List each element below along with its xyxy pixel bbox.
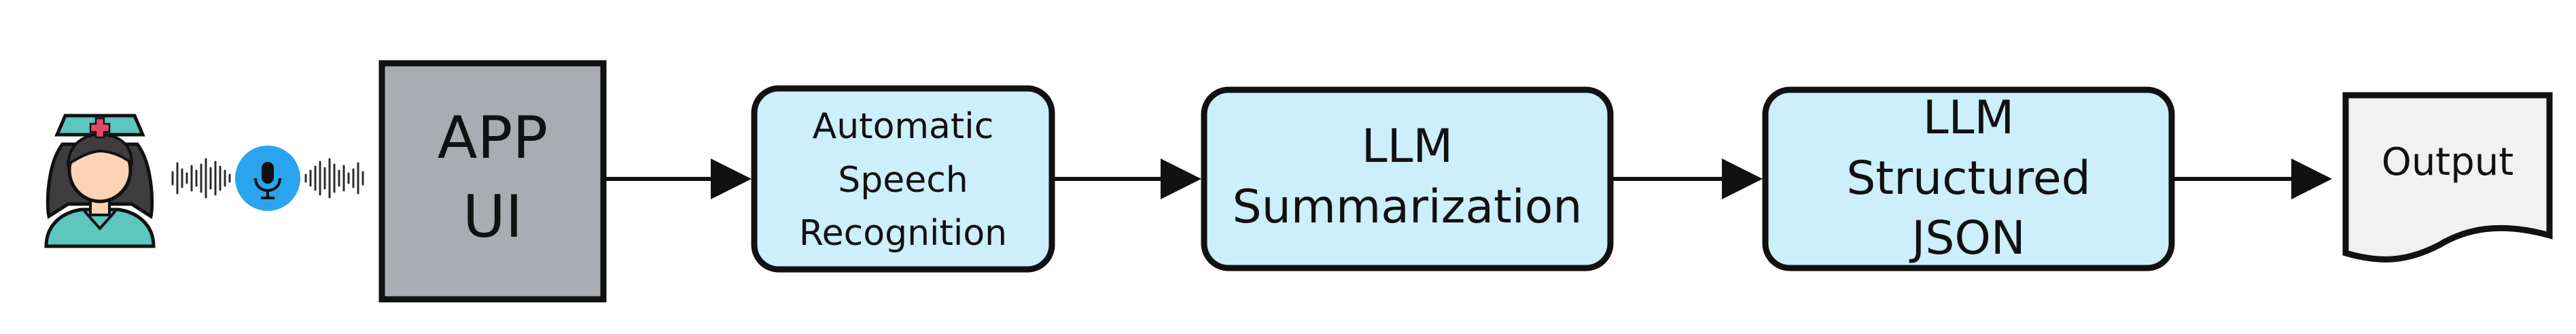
asr-label-line-1: Automatic <box>813 106 994 147</box>
sound-wave-icon <box>171 158 231 199</box>
json-label-line-1: LLM <box>1923 91 2014 145</box>
nurse-icon <box>44 114 156 248</box>
nurse-fringe <box>66 133 134 168</box>
app-ui-label-line-2: UI <box>463 183 523 251</box>
json-label-line-3: JSON <box>1909 212 2026 265</box>
asr-label-line-3: Recognition <box>799 213 1007 254</box>
sound-wave-icon <box>304 158 364 199</box>
output-label: Output <box>2382 140 2514 184</box>
asr-label-line-2: Speech <box>838 160 968 201</box>
cap-cross-icon <box>89 117 111 139</box>
asr-node: Automatic Speech Recognition <box>751 85 1055 273</box>
llm-summarization-node: LLM Summarization <box>1201 86 1614 271</box>
app-ui-label-line-1: APP <box>438 104 548 172</box>
json-label-line-2: Structured <box>1846 152 2091 205</box>
microphone-icon <box>235 146 300 211</box>
app-ui-node: APP UI <box>378 60 607 303</box>
nurse-collar <box>83 210 117 231</box>
llm-structured-json-node: LLM Structured JSON <box>1762 86 2175 271</box>
summarization-label-line-1: LLM <box>1362 120 1453 173</box>
summarization-label-line-2: Summarization <box>1233 180 1583 234</box>
output-document-node: Output <box>2342 92 2553 263</box>
